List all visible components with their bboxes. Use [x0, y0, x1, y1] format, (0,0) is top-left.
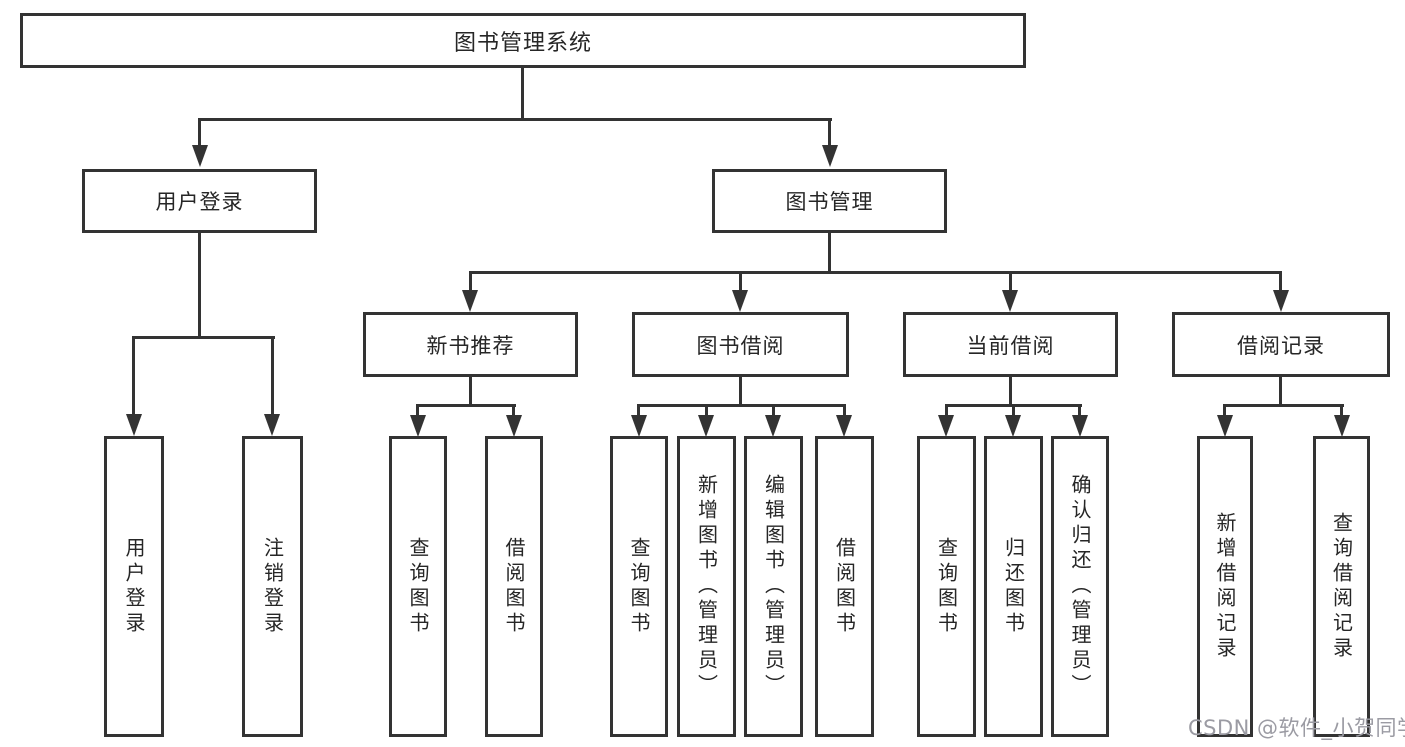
leaf-add-borrow-record: 新增借阅记录 — [1197, 436, 1253, 737]
leaf-query-book-current: 查询图书 — [917, 436, 976, 737]
arrowhead-down-icon — [1005, 415, 1021, 437]
arrowhead-down-icon — [1273, 290, 1289, 312]
leaf-borrow-book: 借阅图书 — [815, 436, 874, 737]
node-borrow-record: 借阅记录 — [1172, 312, 1390, 377]
arrowhead-down-icon — [1217, 415, 1233, 437]
connector-root-bar — [198, 118, 832, 121]
arrowhead-down-icon — [126, 414, 142, 436]
node-book-borrow: 图书借阅 — [632, 312, 849, 377]
connector-bookmgmt-drop-3 — [1009, 271, 1012, 292]
arrowhead-down-icon — [631, 415, 647, 437]
connector-root-drop-right — [828, 118, 831, 147]
arrowhead-down-icon — [765, 415, 781, 437]
arrowhead-down-icon — [1002, 290, 1018, 312]
arrowhead-down-icon — [192, 145, 208, 167]
watermark: CSDN @软件_小贺同学 — [1188, 716, 1405, 740]
leaf-edit-book-admin: 编辑图书（管理员） — [744, 436, 803, 737]
node-current-borrow: 当前借阅 — [903, 312, 1118, 377]
connector-userlogin-stem — [198, 233, 201, 338]
connector-root-stem — [521, 68, 524, 120]
connector-borrow-stem — [739, 377, 742, 406]
connector-record-drop-1 — [1223, 404, 1226, 417]
connector-bookmgmt-drop-2 — [739, 271, 742, 292]
connector-newbook-drop-1 — [416, 404, 419, 417]
connector-current-drop-3 — [1078, 404, 1081, 417]
connector-record-bar — [1223, 404, 1344, 407]
connector-borrow-drop-1 — [637, 404, 640, 417]
connector-borrow-drop-3 — [772, 404, 775, 417]
arrowhead-down-icon — [938, 415, 954, 437]
connector-userlogin-drop-1 — [132, 336, 135, 416]
connector-current-drop-1 — [945, 404, 948, 417]
leaf-query-borrow-record: 查询借阅记录 — [1313, 436, 1370, 737]
connector-current-stem — [1009, 377, 1012, 406]
arrowhead-down-icon — [822, 145, 838, 167]
connector-userlogin-drop-2 — [271, 336, 274, 416]
arrowhead-down-icon — [506, 415, 522, 437]
leaf-confirm-return-admin: 确认归还（管理员） — [1051, 436, 1109, 737]
connector-bookmgmt-bar — [469, 271, 1282, 274]
leaf-logout: 注销登录 — [242, 436, 303, 737]
node-new-book-recommend: 新书推荐 — [363, 312, 578, 377]
connector-borrow-bar — [637, 404, 846, 407]
connector-record-drop-2 — [1340, 404, 1343, 417]
node-book-management: 图书管理 — [712, 169, 947, 233]
arrowhead-down-icon — [410, 415, 426, 437]
connector-borrow-drop-4 — [843, 404, 846, 417]
arrowhead-down-icon — [462, 290, 478, 312]
connector-userlogin-bar — [132, 336, 275, 339]
node-root: 图书管理系统 — [20, 13, 1026, 68]
arrowhead-down-icon — [698, 415, 714, 437]
leaf-borrow-book-recommend: 借阅图书 — [485, 436, 543, 737]
arrowhead-down-icon — [264, 414, 280, 436]
connector-bookmgmt-drop-1 — [469, 271, 472, 292]
connector-record-stem — [1279, 377, 1282, 406]
leaf-query-book-borrow: 查询图书 — [610, 436, 668, 737]
connector-root-drop-left — [198, 118, 201, 147]
leaf-user-login: 用户登录 — [104, 436, 164, 737]
arrowhead-down-icon — [1072, 415, 1088, 437]
node-user-login: 用户登录 — [82, 169, 317, 233]
connector-bookmgmt-stem — [828, 233, 831, 273]
connector-newbook-stem — [469, 377, 472, 406]
connector-borrow-drop-2 — [705, 404, 708, 417]
arrowhead-down-icon — [1334, 415, 1350, 437]
connector-current-drop-2 — [1012, 404, 1015, 417]
connector-bookmgmt-drop-4 — [1279, 271, 1282, 292]
connector-newbook-drop-2 — [512, 404, 515, 417]
leaf-query-book-recommend: 查询图书 — [389, 436, 447, 737]
arrowhead-down-icon — [836, 415, 852, 437]
arrowhead-down-icon — [732, 290, 748, 312]
connector-newbook-bar — [416, 404, 516, 407]
leaf-add-book-admin: 新增图书（管理员） — [677, 436, 736, 737]
leaf-return-book: 归还图书 — [984, 436, 1043, 737]
